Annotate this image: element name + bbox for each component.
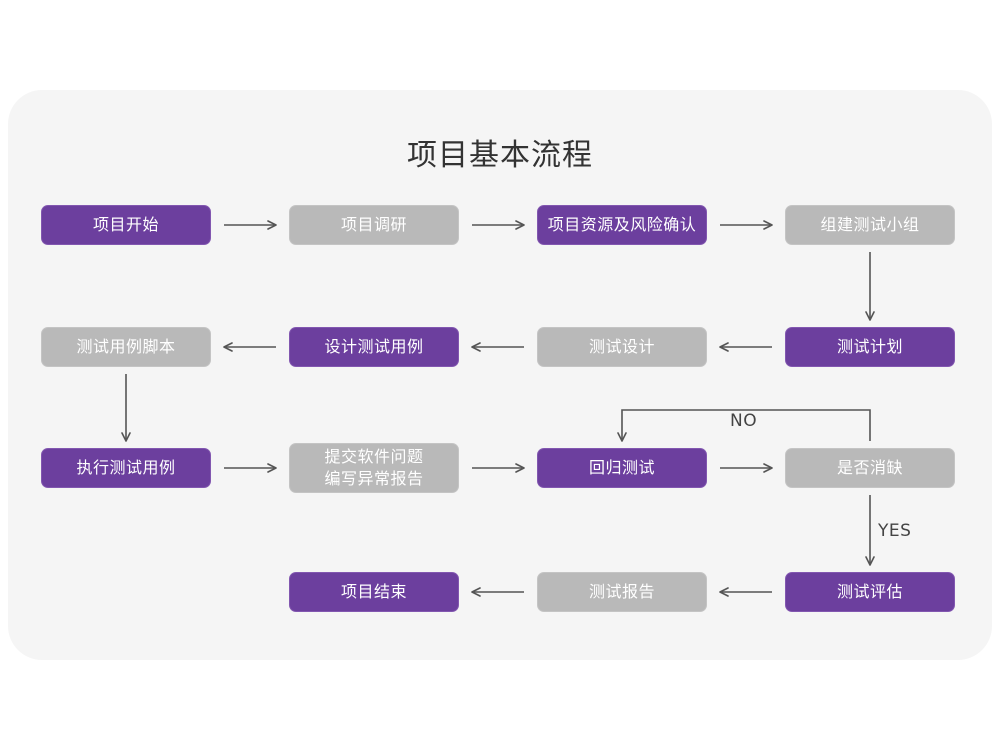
flow-node-n11[interactable]: 回归测试 bbox=[537, 448, 707, 488]
flow-node-n7[interactable]: 设计测试用例 bbox=[289, 327, 459, 367]
flow-node-n4[interactable]: 组建测试小组 bbox=[785, 205, 955, 245]
flow-node-n6[interactable]: 测试设计 bbox=[537, 327, 707, 367]
flow-node-n1[interactable]: 项目开始 bbox=[41, 205, 211, 245]
flow-node-n8[interactable]: 测试用例脚本 bbox=[41, 327, 211, 367]
flow-node-n9[interactable]: 执行测试用例 bbox=[41, 448, 211, 488]
page-title: 项目基本流程 bbox=[407, 138, 593, 173]
flow-node-n2[interactable]: 项目调研 bbox=[289, 205, 459, 245]
edge-label-no: NO bbox=[730, 411, 758, 431]
edge-label-yes: YES bbox=[878, 521, 912, 541]
flow-node-n15[interactable]: 项目结束 bbox=[289, 572, 459, 612]
flow-node-n13[interactable]: 测试评估 bbox=[785, 572, 955, 612]
flow-node-n12[interactable]: 是否消缺 bbox=[785, 448, 955, 488]
flow-node-n5[interactable]: 测试计划 bbox=[785, 327, 955, 367]
diagram-panel bbox=[8, 90, 992, 660]
flow-node-n3[interactable]: 项目资源及风险确认 bbox=[537, 205, 707, 245]
flow-node-n14[interactable]: 测试报告 bbox=[537, 572, 707, 612]
flow-node-n10[interactable]: 提交软件问题 编写异常报告 bbox=[289, 443, 459, 493]
